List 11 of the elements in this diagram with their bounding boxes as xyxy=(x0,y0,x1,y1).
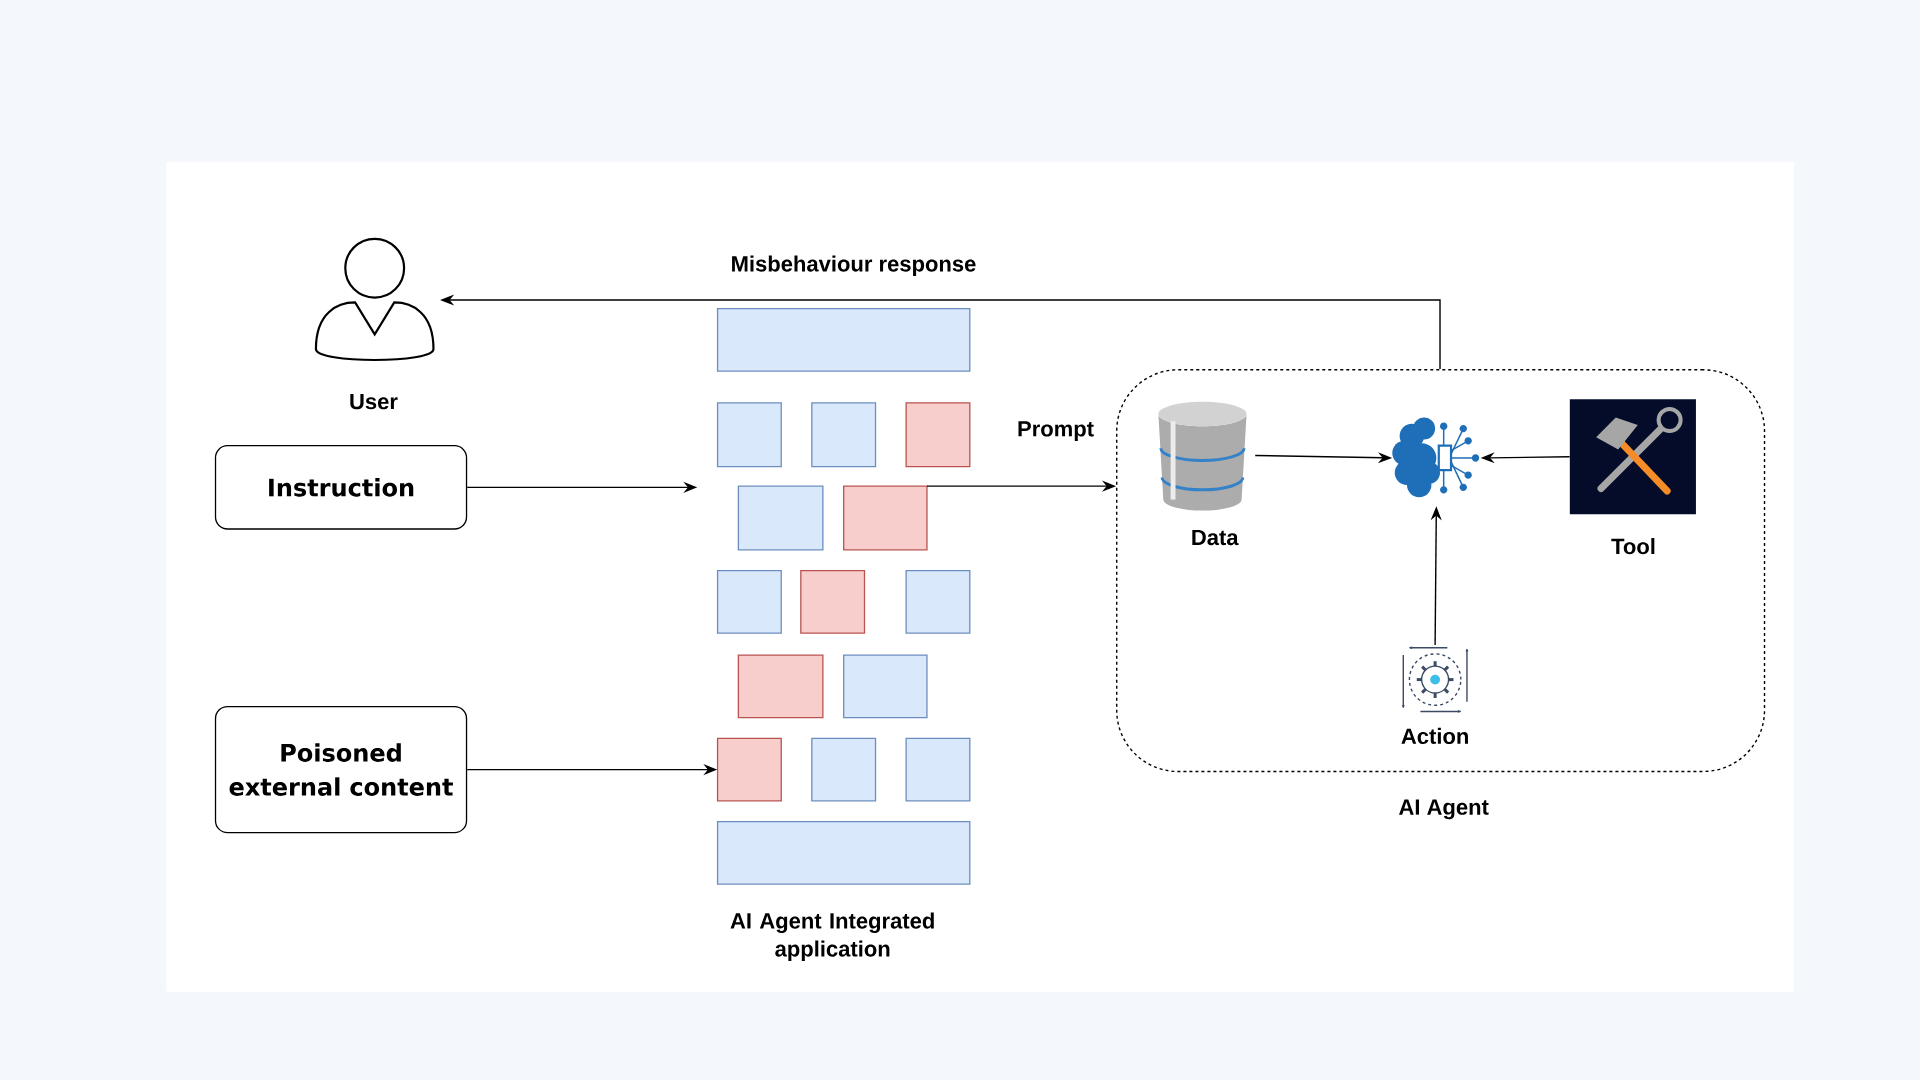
text-box: Instruction xyxy=(214,445,468,530)
text-box: Poisoned external content xyxy=(214,705,468,834)
node-label: Data xyxy=(1192,529,1239,546)
brain-chip-icon xyxy=(1392,417,1480,498)
node-label: Action xyxy=(1401,727,1468,744)
node-label: AI Agent xyxy=(1399,799,1489,820)
node-label: Tool xyxy=(1611,538,1655,555)
node-label: User xyxy=(350,393,398,410)
node-label: AI Agent Integrated application xyxy=(730,912,934,961)
edge-label: Misbehaviour response xyxy=(728,253,979,278)
edge-label: Prompt xyxy=(1015,419,1096,443)
